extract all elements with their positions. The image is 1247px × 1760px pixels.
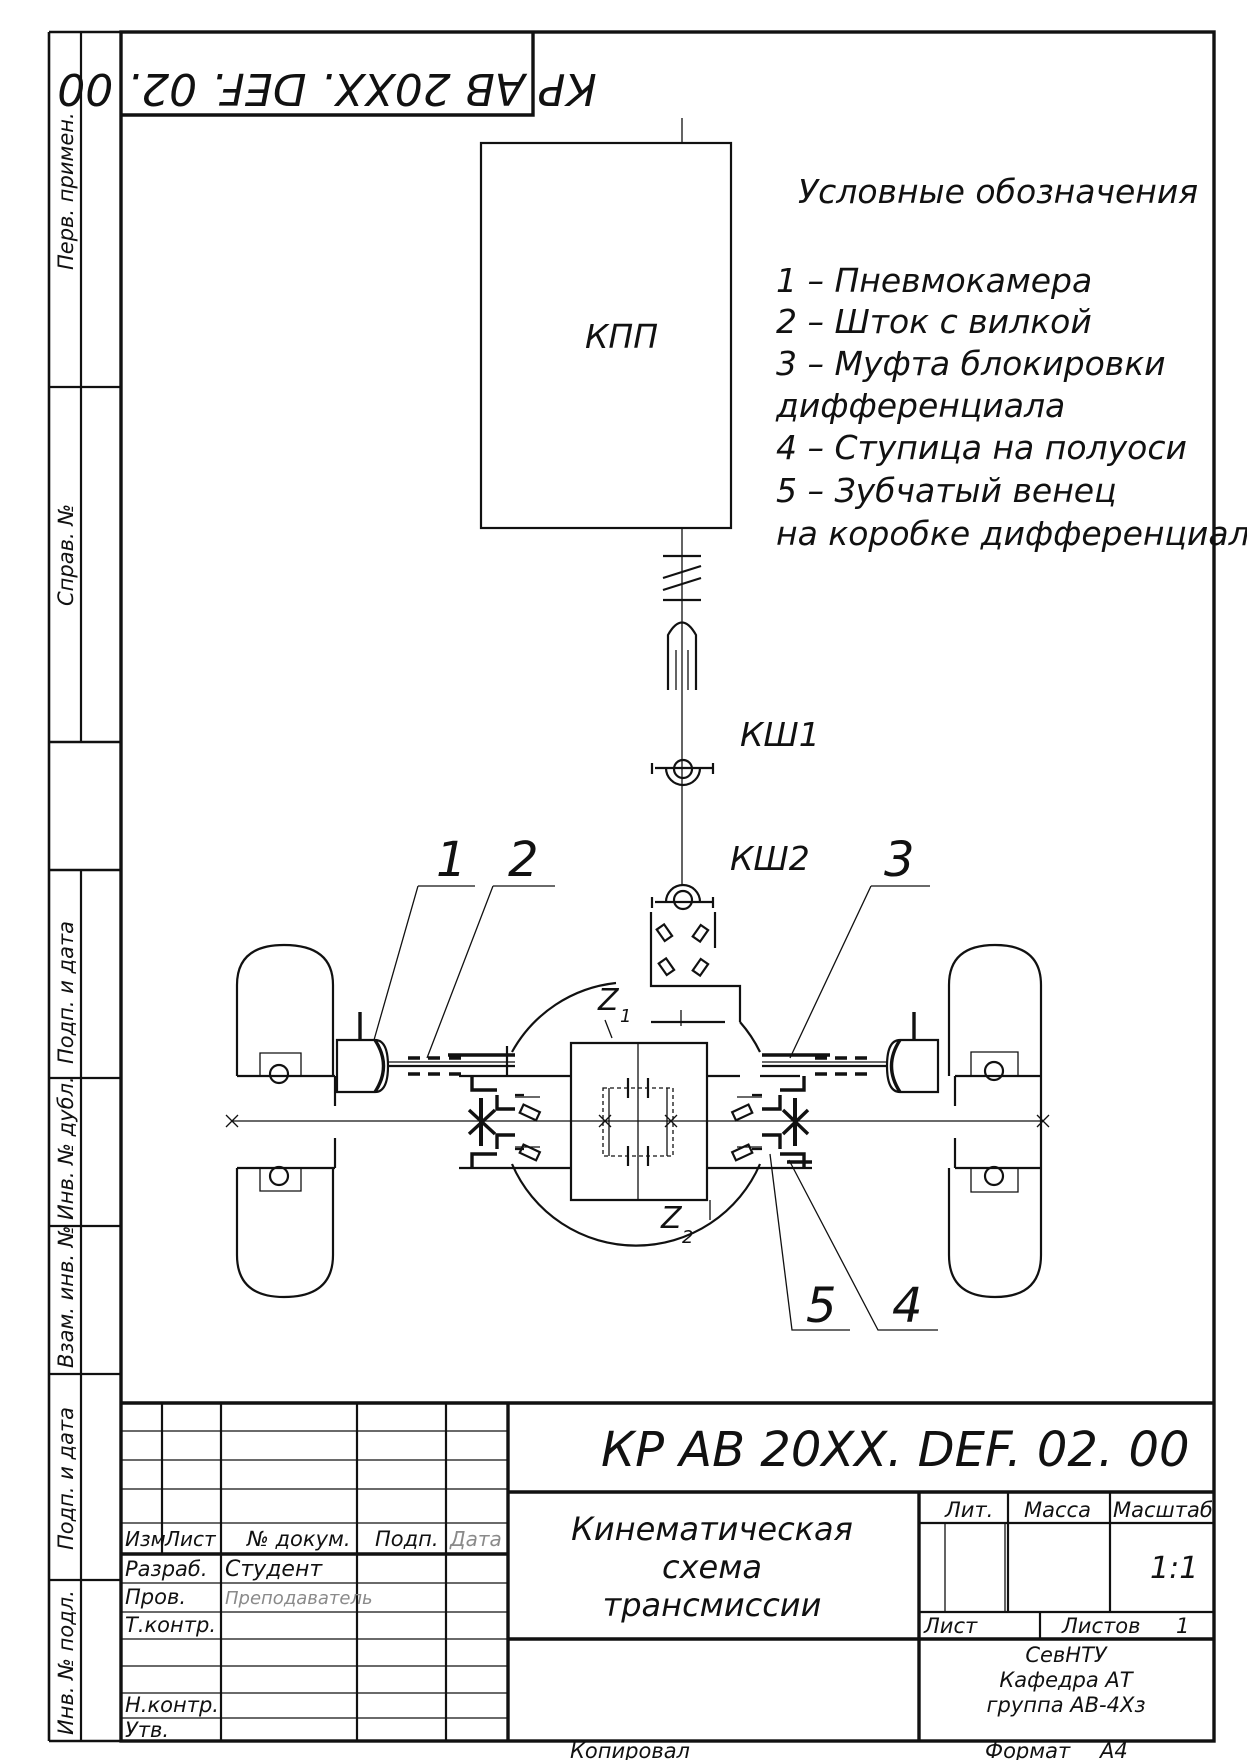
document-code: КР АВ 20ХХ. DEF. 02. 00 [601,1422,1190,1478]
sheet-label: Лист [923,1614,978,1638]
stamp-podp-data-bottom: Подп. и дата [54,1407,78,1550]
legend: Условные обозначения 1 – Пневмокамера 2 … [775,172,1247,553]
legend-line-3: 3 – Муфта блокировки [776,344,1166,383]
callout-leaders [373,885,938,1331]
gear-z2-label: Z [660,1201,683,1236]
legend-heading: Условные обозначения [798,172,1198,211]
document-title-line-2: схема [662,1548,762,1586]
col-no-dokum: № докум. [246,1527,351,1551]
col-list: Лист [164,1527,217,1551]
row-prov: Пров. [125,1585,186,1609]
stamp-perv-primen: Перв. примен. [54,112,78,270]
lock-hub-left [467,1076,542,1168]
callout-4: 4 [892,1278,923,1334]
gearbox-block [479,141,733,530]
differential-spider [602,1087,674,1157]
legend-line-1: 1 – Пневмокамера [776,261,1092,300]
legend-line-2: 2 – Шток с вилкой [776,302,1092,341]
stamp-podp-data-top: Подп. и дата [54,921,78,1064]
col-data: Дата [449,1527,502,1551]
footer-kopiroval: Копировал [570,1739,690,1760]
org-line-2: Кафедра АТ [999,1668,1134,1692]
wheel-left [235,943,335,1299]
gearbox-label: КПП [585,317,658,356]
prov-name: Преподаватель [225,1588,373,1609]
row-razrab: Разраб. [125,1557,208,1581]
stamp-inv-dubl: Инв. № дубл. [54,1076,78,1220]
callout-3: 3 [884,832,915,888]
callout-5: 5 [806,1278,837,1334]
gear-z1-sub: 1 [620,1006,631,1027]
cardan-joint-2 [650,883,715,911]
org-line-1: СевНТУ [1025,1643,1108,1667]
callout-1: 1 [436,832,467,888]
stamp-sprav-no: Справ. № [54,504,78,606]
stamp-inv-podl: Инв. № подл. [54,1590,78,1735]
footer-format-value: А4 [1098,1739,1128,1760]
legend-line-6: 5 – Зубчатый венец [776,471,1117,510]
joint-1-label: КШ1 [740,715,820,754]
document-title-line-1: Кинематическая [571,1510,853,1548]
title-block [121,1401,1214,1741]
col-izm: Изм [125,1527,166,1551]
document-title-line-3: трансмиссии [603,1586,822,1624]
row-n-kontr: Н.контр. [125,1693,219,1717]
callout-2: 2 [508,832,539,888]
wheel-right [947,943,1043,1299]
stamp-vzam-inv: Взам. инв. № [54,1225,78,1368]
sheet-frame [47,30,1216,1743]
document-code-box: КР АВ 20ХХ. DEF. 02. 00 [57,32,597,117]
transmission-diagram: КПП КШ1 КШ2 [225,118,1050,1334]
scale-value: 1:1 [1150,1551,1198,1586]
legend-line-4: дифференциала [775,386,1065,425]
col-lit: Лит. [944,1498,993,1522]
col-massa: Масса [1024,1498,1091,1522]
org-line-3: группа АВ-4Хз [986,1693,1145,1717]
row-t-kontr: Т.контр. [125,1613,216,1637]
col-masshtab: Масштаб [1113,1498,1213,1522]
pneumatic-chamber-left [335,1012,515,1094]
sheets-value: 1 [1176,1614,1189,1638]
legend-line-7: на коробке дифференциала [776,514,1247,553]
footer-format-label: Формат [985,1739,1071,1760]
gear-z1-label: Z [597,983,620,1018]
legend-line-5: 4 – Ступица на полуоси [776,428,1187,467]
razrab-name: Студент [225,1557,323,1582]
cardan-joint-1 [650,758,715,787]
pneumatic-chamber-right [762,1012,940,1094]
sheets-label: Листов [1061,1614,1140,1638]
lock-hub-right [730,1076,812,1168]
document-code-rotated: КР АВ 20ХХ. DEF. 02. 00 [57,63,597,114]
col-podp: Подп. [375,1527,439,1551]
row-utv: Утв. [125,1718,169,1742]
gear-z2-sub: 2 [682,1227,693,1248]
joint-2-label: КШ2 [730,839,810,878]
